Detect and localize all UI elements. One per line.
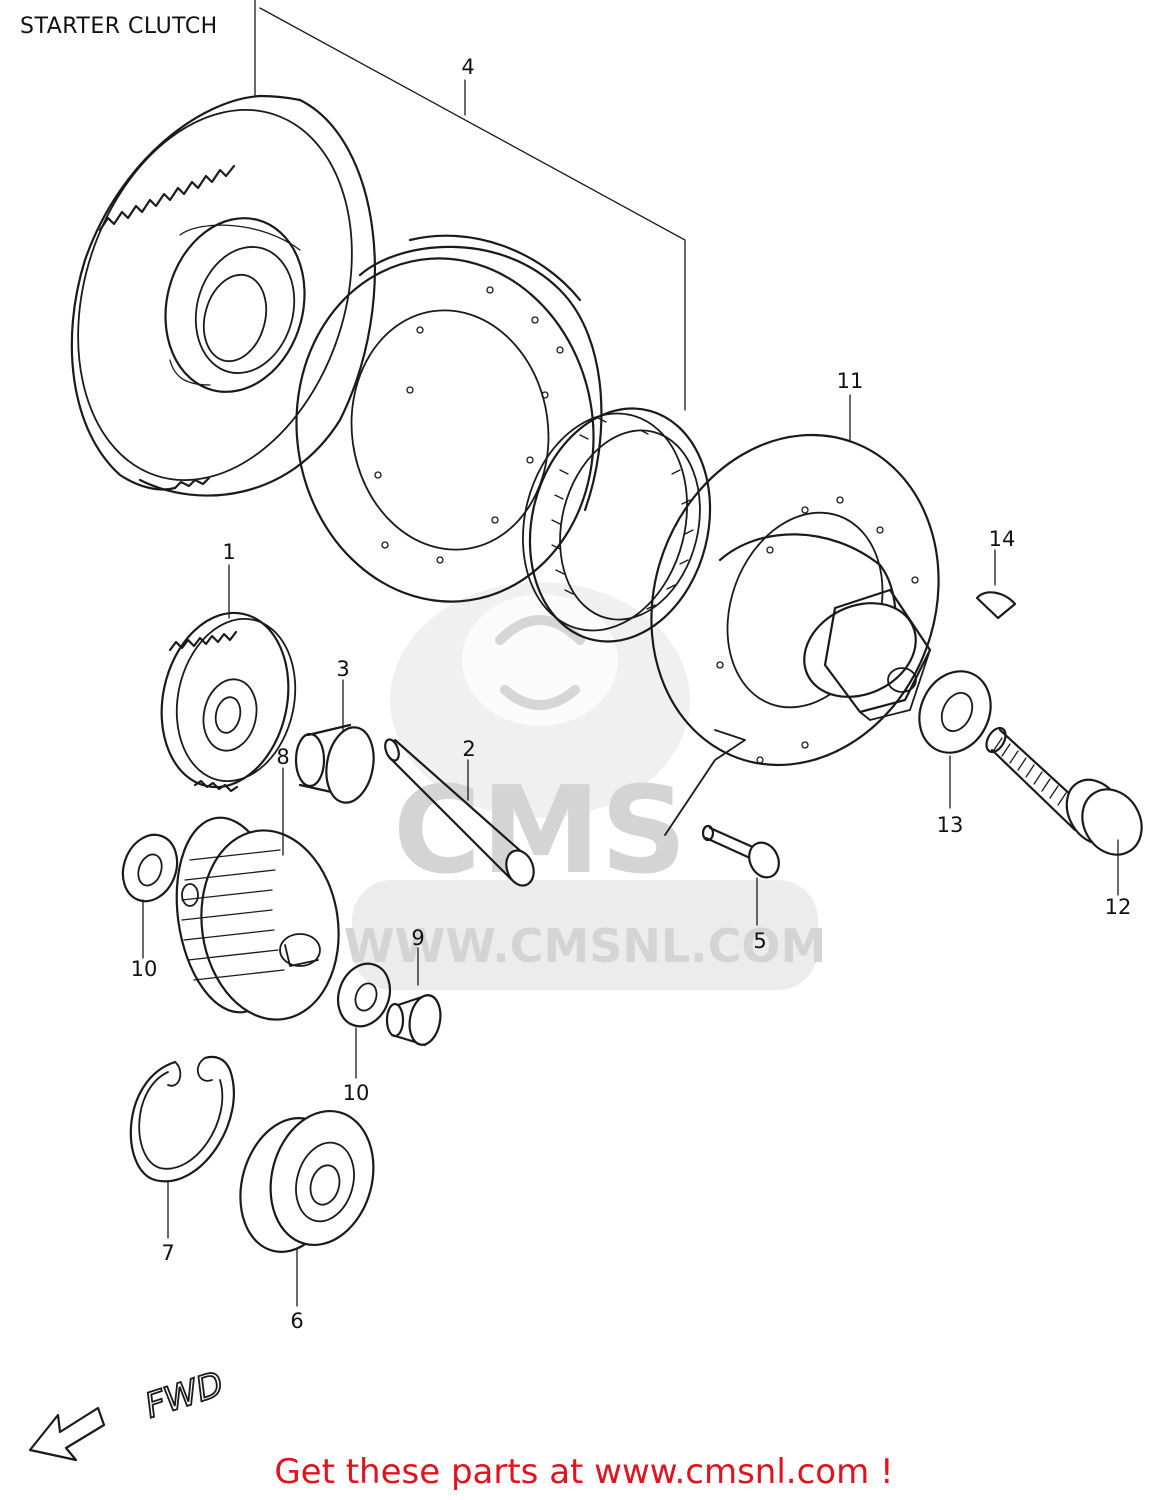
part-8-bearing-gear xyxy=(175,816,340,1021)
get-parts-link[interactable]: Get these parts at www.cmsnl.com ! xyxy=(274,1452,894,1492)
fwd-label: FWD xyxy=(140,1364,228,1427)
callout-2: 2 xyxy=(462,737,475,761)
part-3-bushing xyxy=(294,723,375,804)
part-6-bearing xyxy=(239,1109,375,1253)
watermark-url: WWW.CMSNL.COM xyxy=(344,919,827,973)
callout-10-left: 10 xyxy=(131,957,158,981)
part-4-roller-cage xyxy=(522,407,712,643)
page-title: STARTER CLUTCH xyxy=(20,14,218,39)
part-2-shaft xyxy=(384,738,535,887)
part-9-bushing xyxy=(385,993,442,1047)
part-14-key xyxy=(975,567,1017,620)
part-10-washer-left xyxy=(121,833,179,903)
callout-12: 12 xyxy=(1105,895,1132,919)
callouts: 4 11 14 1 3 2 8 13 12 5 9 10 10 7 6 xyxy=(131,55,1132,1333)
part-7-circlip xyxy=(129,1055,235,1183)
callout-3: 3 xyxy=(336,657,349,681)
callout-11: 11 xyxy=(837,369,864,393)
callout-13: 13 xyxy=(937,813,964,837)
callout-9: 9 xyxy=(411,926,424,950)
part-12-bolt xyxy=(985,726,1143,856)
part-10-washer-right xyxy=(336,962,392,1028)
callout-6: 6 xyxy=(290,1309,303,1333)
leader-lines xyxy=(142,0,1119,1307)
part-5-screw xyxy=(701,824,780,879)
part-4-clutch-housing xyxy=(295,234,603,603)
callout-10-right: 10 xyxy=(343,1081,370,1105)
part-1-idle-gear xyxy=(160,611,297,793)
callout-4: 4 xyxy=(461,55,474,79)
part-11-clutch-plate xyxy=(650,433,940,836)
callout-14: 14 xyxy=(989,527,1016,551)
fwd-arrow-icon: FWD xyxy=(28,1363,229,1462)
part-4-starter-driven-gear xyxy=(70,94,376,497)
callout-8: 8 xyxy=(276,745,289,769)
callout-1: 1 xyxy=(222,540,235,564)
part-13-washer xyxy=(918,670,992,754)
watermark-brand: CMS xyxy=(393,762,687,901)
callout-5: 5 xyxy=(753,929,766,953)
callout-7: 7 xyxy=(161,1241,174,1265)
